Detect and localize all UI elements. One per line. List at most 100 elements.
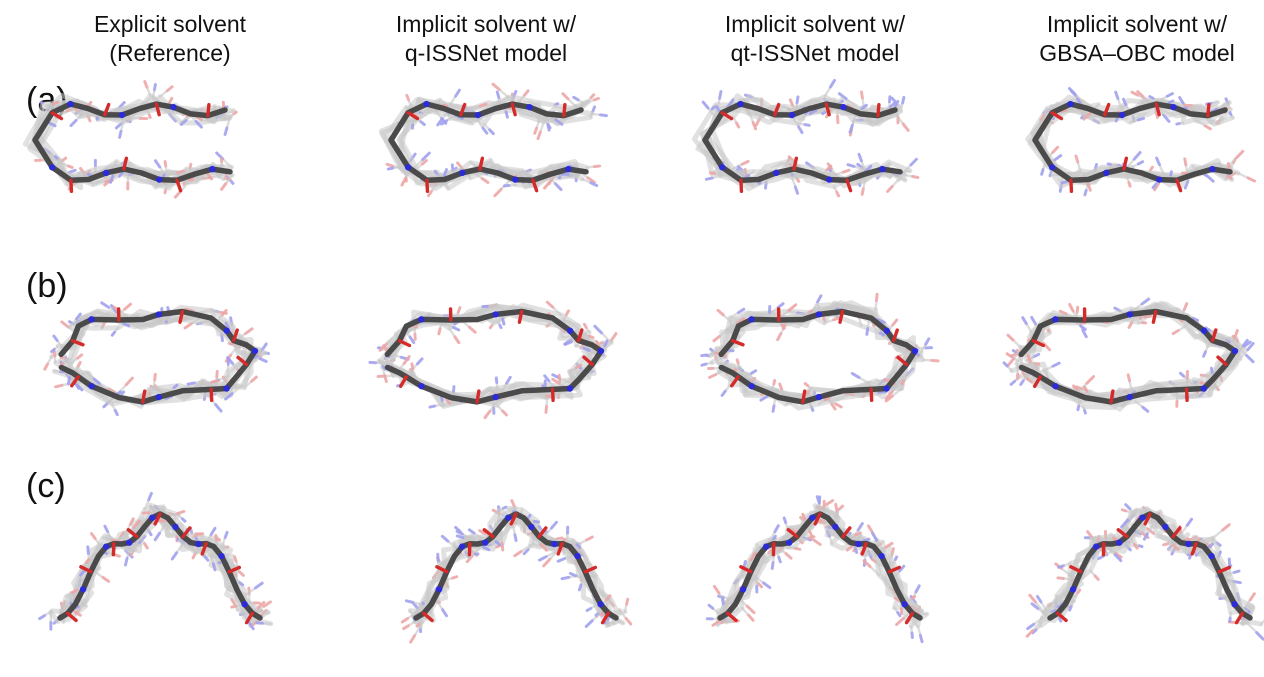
- side-chain-atom: [1130, 90, 1140, 97]
- nitrogen-atom: [102, 543, 110, 550]
- carbonyl-oxygen: [435, 565, 449, 574]
- nitrogen-atom: [826, 176, 833, 183]
- side-chain-atom: [1142, 532, 1149, 541]
- panel-c-gbsa-obc: [1010, 488, 1264, 663]
- nitrogen-atom: [1209, 165, 1216, 173]
- nitrogen-atom: [1116, 539, 1123, 546]
- nitrogen-atom: [879, 165, 886, 173]
- side-chain-atom: [878, 331, 886, 337]
- side-chain-atom: [561, 92, 570, 101]
- carbonyl-oxygen: [70, 339, 85, 347]
- carbonyl-oxygen: [154, 102, 161, 117]
- carbonyl-oxygen: [231, 328, 239, 343]
- carbonyl-oxygen: [510, 102, 517, 117]
- carbonyl-oxygen: [792, 156, 799, 171]
- side-chain-atom: [726, 98, 735, 109]
- side-chain-atom: [734, 121, 741, 129]
- column-header-explicit: Explicit solvent (Reference): [20, 10, 320, 68]
- nitrogen-atom: [1067, 100, 1074, 108]
- side-chain-atom: [1228, 111, 1233, 117]
- nitrogen-atom: [156, 176, 163, 183]
- side-chain-atom: [247, 620, 255, 631]
- carbonyl-oxygen: [887, 565, 902, 574]
- side-chain-atom: [871, 531, 878, 542]
- side-chain-atom: [1025, 629, 1035, 638]
- side-chain-atom: [625, 597, 630, 606]
- carbonyl-oxygen: [550, 387, 555, 403]
- nitrogen-atom: [241, 601, 248, 608]
- side-chain-atom: [749, 551, 757, 562]
- nitrogen-atom: [566, 327, 574, 334]
- nitrogen-atom: [574, 552, 581, 560]
- side-chain-atom: [76, 360, 82, 368]
- nitrogen-atom: [1200, 385, 1208, 392]
- side-chain-atom: [884, 541, 894, 549]
- side-chain-atom: [603, 339, 609, 348]
- side-chain-atom: [1169, 170, 1173, 177]
- carbonyl-oxygen: [181, 526, 192, 539]
- nitrogen-atom: [1048, 164, 1056, 171]
- side-chain-atom: [408, 335, 416, 345]
- side-chain-atom: [1255, 631, 1264, 641]
- side-chain-atom: [170, 551, 179, 561]
- carbonyl-oxygen: [904, 611, 915, 625]
- nitrogen-atom: [883, 385, 890, 392]
- side-chain-atom: [1226, 161, 1232, 172]
- side-chain-atom: [402, 355, 411, 365]
- side-chain-atom: [163, 160, 168, 168]
- nitrogen-atom: [48, 164, 56, 171]
- nitrogen-atom: [1118, 111, 1126, 119]
- side-chain-atom: [1202, 350, 1207, 358]
- panel-b-explicit: [30, 278, 280, 453]
- side-chain-atom: [793, 185, 800, 195]
- column-header-qt-issnet: Implicit solvent w/ qt-ISSNet model: [665, 10, 965, 68]
- side-chain-atom: [708, 171, 717, 176]
- side-chain-atom: [829, 78, 836, 89]
- side-chain-atom: [1203, 124, 1212, 131]
- side-chain-atom: [1081, 328, 1088, 339]
- column-header-line1: Explicit solvent: [93, 11, 247, 37]
- side-chain-atom: [1051, 145, 1060, 155]
- side-chain-atom: [1056, 576, 1065, 580]
- side-chain-atom: [1165, 92, 1174, 98]
- side-chain-atom: [1068, 604, 1073, 612]
- carbonyl-oxygen: [406, 111, 420, 121]
- side-chain-atom: [123, 302, 133, 311]
- side-chain-atom: [500, 541, 505, 552]
- carbonyl-oxygen: [421, 611, 434, 623]
- side-chain-atom: [400, 176, 408, 187]
- side-chain-atom: [805, 390, 810, 395]
- side-chain-atom: [582, 346, 591, 352]
- column-header-line1: Implicit solvent w/: [724, 11, 906, 37]
- nitrogen-atom: [88, 316, 95, 323]
- side-chain-atom: [501, 409, 508, 417]
- side-chain-atom: [114, 122, 123, 130]
- side-chain-atom: [117, 169, 126, 178]
- side-chain-atom: [175, 535, 179, 540]
- side-chain-atom: [1058, 309, 1068, 316]
- panel-a-q-issnet: [366, 82, 616, 260]
- nitrogen-atom: [815, 311, 823, 318]
- side-chain-atom: [498, 323, 503, 330]
- side-chain-atom: [720, 389, 727, 397]
- carbonyl-oxygen: [459, 102, 467, 117]
- carbonyl-oxygen: [1151, 309, 1158, 324]
- side-chain-atom: [770, 561, 775, 571]
- carbonyl-oxygen: [824, 102, 831, 117]
- side-chain-atom: [510, 499, 516, 509]
- carbonyl-oxygen: [869, 387, 874, 403]
- row-label-b: (b): [26, 267, 68, 305]
- side-chain-atom: [593, 324, 603, 335]
- side-chain-atom: [48, 121, 57, 128]
- side-chain-atom: [441, 608, 449, 618]
- side-chain-atom: [539, 543, 549, 552]
- side-chain-atom: [100, 301, 110, 309]
- side-chain-atom: [440, 534, 450, 543]
- side-chain-atom: [585, 535, 594, 542]
- nitrogen-atom: [1139, 514, 1146, 521]
- carbonyl-oxygen: [537, 526, 548, 539]
- side-chain-atom: [1026, 354, 1032, 364]
- side-chain-atom: [224, 321, 231, 330]
- panel-b-q-issnet: [366, 278, 618, 453]
- side-chain-atom: [223, 530, 229, 539]
